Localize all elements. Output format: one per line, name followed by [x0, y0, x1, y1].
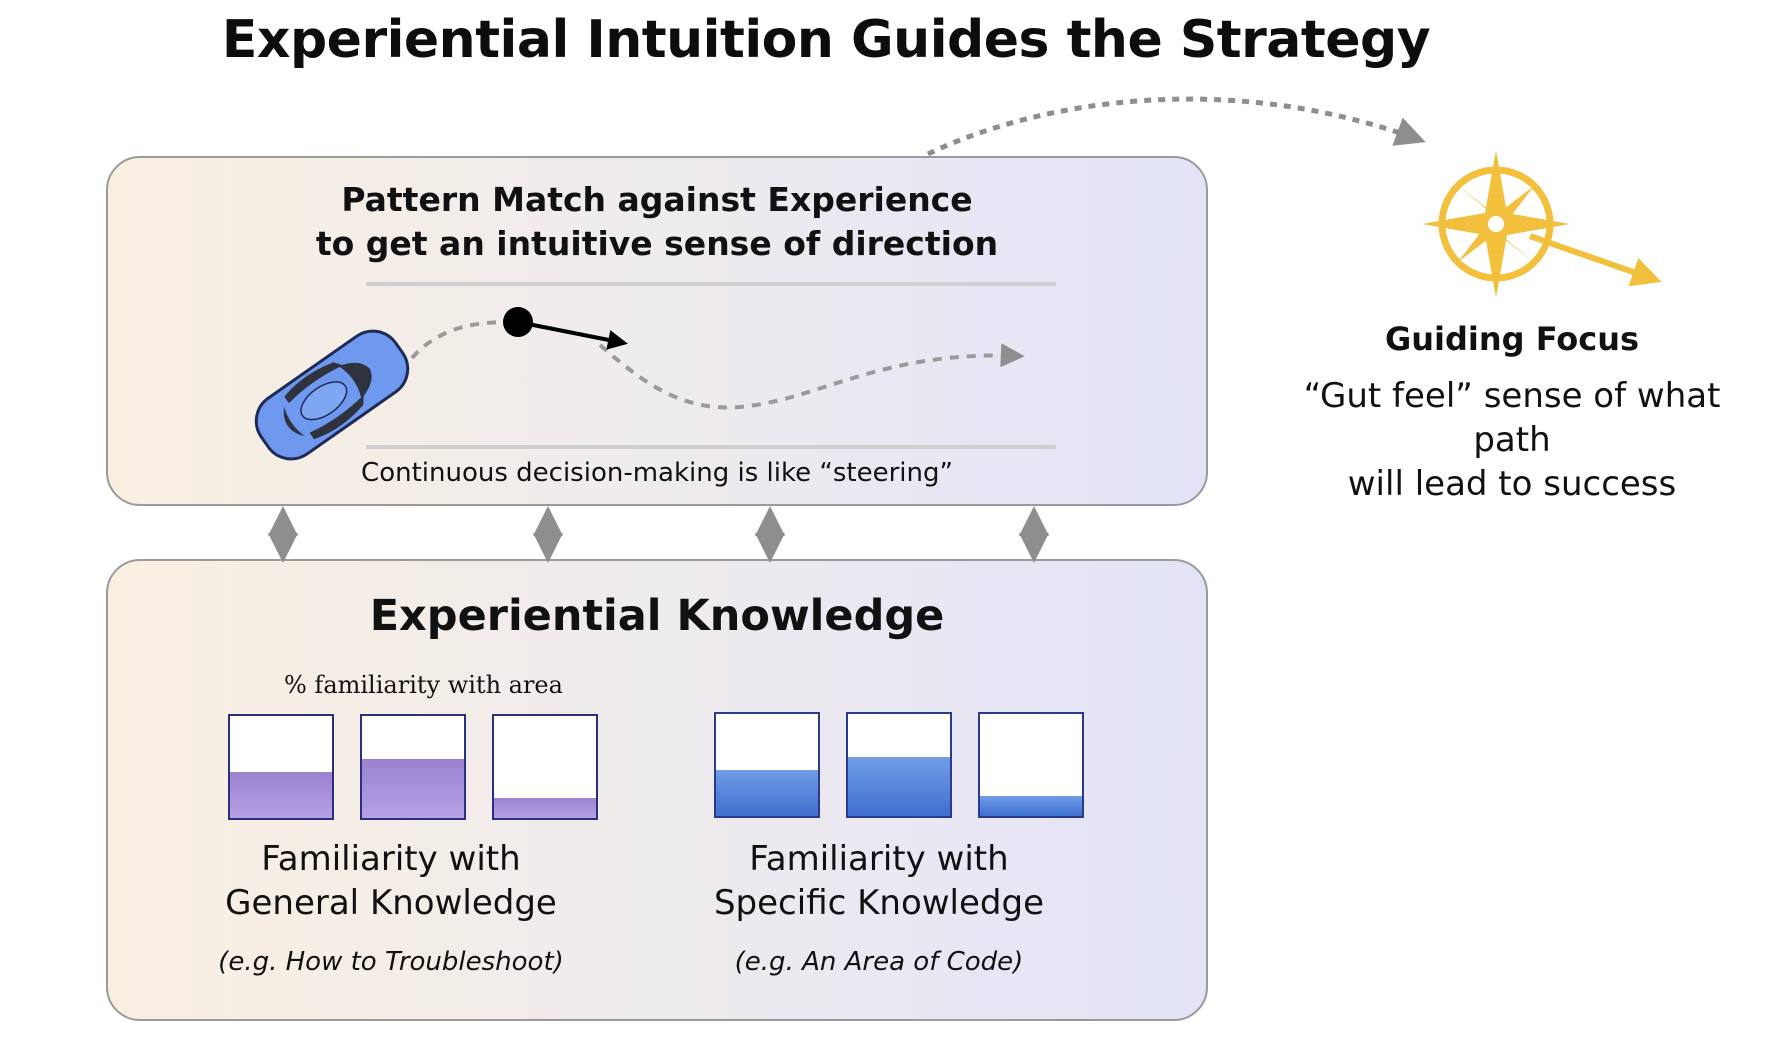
- road-bottom-edge: [366, 445, 1056, 449]
- specific-knowledge-bar-1: [714, 712, 820, 818]
- road-top-edge: [366, 282, 1056, 286]
- experiential-knowledge-heading: Experiential Knowledge: [369, 591, 945, 641]
- general-knowledge-bar-1: [228, 714, 334, 820]
- specific-knowledge-label: Familiarity with Specific Knowledge: [669, 837, 1089, 925]
- specific-knowledge-bar-2-fill: [848, 756, 950, 816]
- guiding-focus-description-line1: “Gut feel” sense of what path: [1303, 376, 1721, 460]
- general-knowledge-label-line2: General Knowledge: [225, 883, 557, 923]
- specific-knowledge-bar-1-fill: [716, 770, 818, 816]
- pattern-match-heading: Pattern Match against Experience to get …: [108, 178, 1206, 266]
- general-knowledge-bar-2-fill: [362, 758, 464, 818]
- general-knowledge-bar-1-fill: [230, 772, 332, 818]
- pattern-match-heading-line2: to get an intuitive sense of direction: [315, 224, 999, 263]
- car-icon: [254, 329, 410, 461]
- intuition-to-focus-arrow: [926, 96, 1426, 157]
- direction-arrow: [517, 320, 628, 350]
- guiding-focus-description-line2: will lead to success: [1347, 464, 1677, 504]
- pattern-match-panel: Pattern Match against Experience to get …: [106, 156, 1208, 506]
- general-knowledge-bar-3-fill: [494, 797, 596, 818]
- specific-knowledge-bar-2: [846, 712, 952, 818]
- steering-path-start: [410, 320, 521, 360]
- steering-caption: Continuous decision-making is like “stee…: [361, 458, 953, 488]
- general-knowledge-example: (e.g. How to Troubleshoot): [218, 947, 564, 977]
- guiding-focus-title: Guiding Focus: [1384, 320, 1640, 358]
- specific-knowledge-label-line1: Familiarity with: [749, 839, 1009, 879]
- steering-path-curve: [598, 343, 1025, 410]
- pattern-match-heading-line1: Pattern Match against Experience: [341, 180, 973, 219]
- specific-knowledge-example: (e.g. An Area of Code): [734, 947, 1024, 977]
- guiding-focus-description: “Gut feel” sense of what path will lead …: [1262, 374, 1762, 506]
- general-knowledge-bar-3: [492, 714, 598, 820]
- specific-knowledge-bar-3-fill: [980, 795, 1082, 816]
- general-knowledge-bar-2: [360, 714, 466, 820]
- general-knowledge-label: Familiarity with General Knowledge: [181, 837, 601, 925]
- page-title: Experiential Intuition Guides the Strate…: [221, 10, 1431, 70]
- compass-direction-arrow: [1529, 233, 1662, 287]
- compass-icon: [1422, 150, 1570, 298]
- experiential-knowledge-panel: Experiential Knowledge % familiarity wit…: [106, 559, 1208, 1021]
- specific-knowledge-label-line2: Specific Knowledge: [713, 883, 1045, 923]
- familiarity-axis-label: % familiarity with area: [284, 671, 563, 699]
- specific-knowledge-bar-3: [978, 712, 1084, 818]
- general-knowledge-label-line1: Familiarity with: [261, 839, 521, 879]
